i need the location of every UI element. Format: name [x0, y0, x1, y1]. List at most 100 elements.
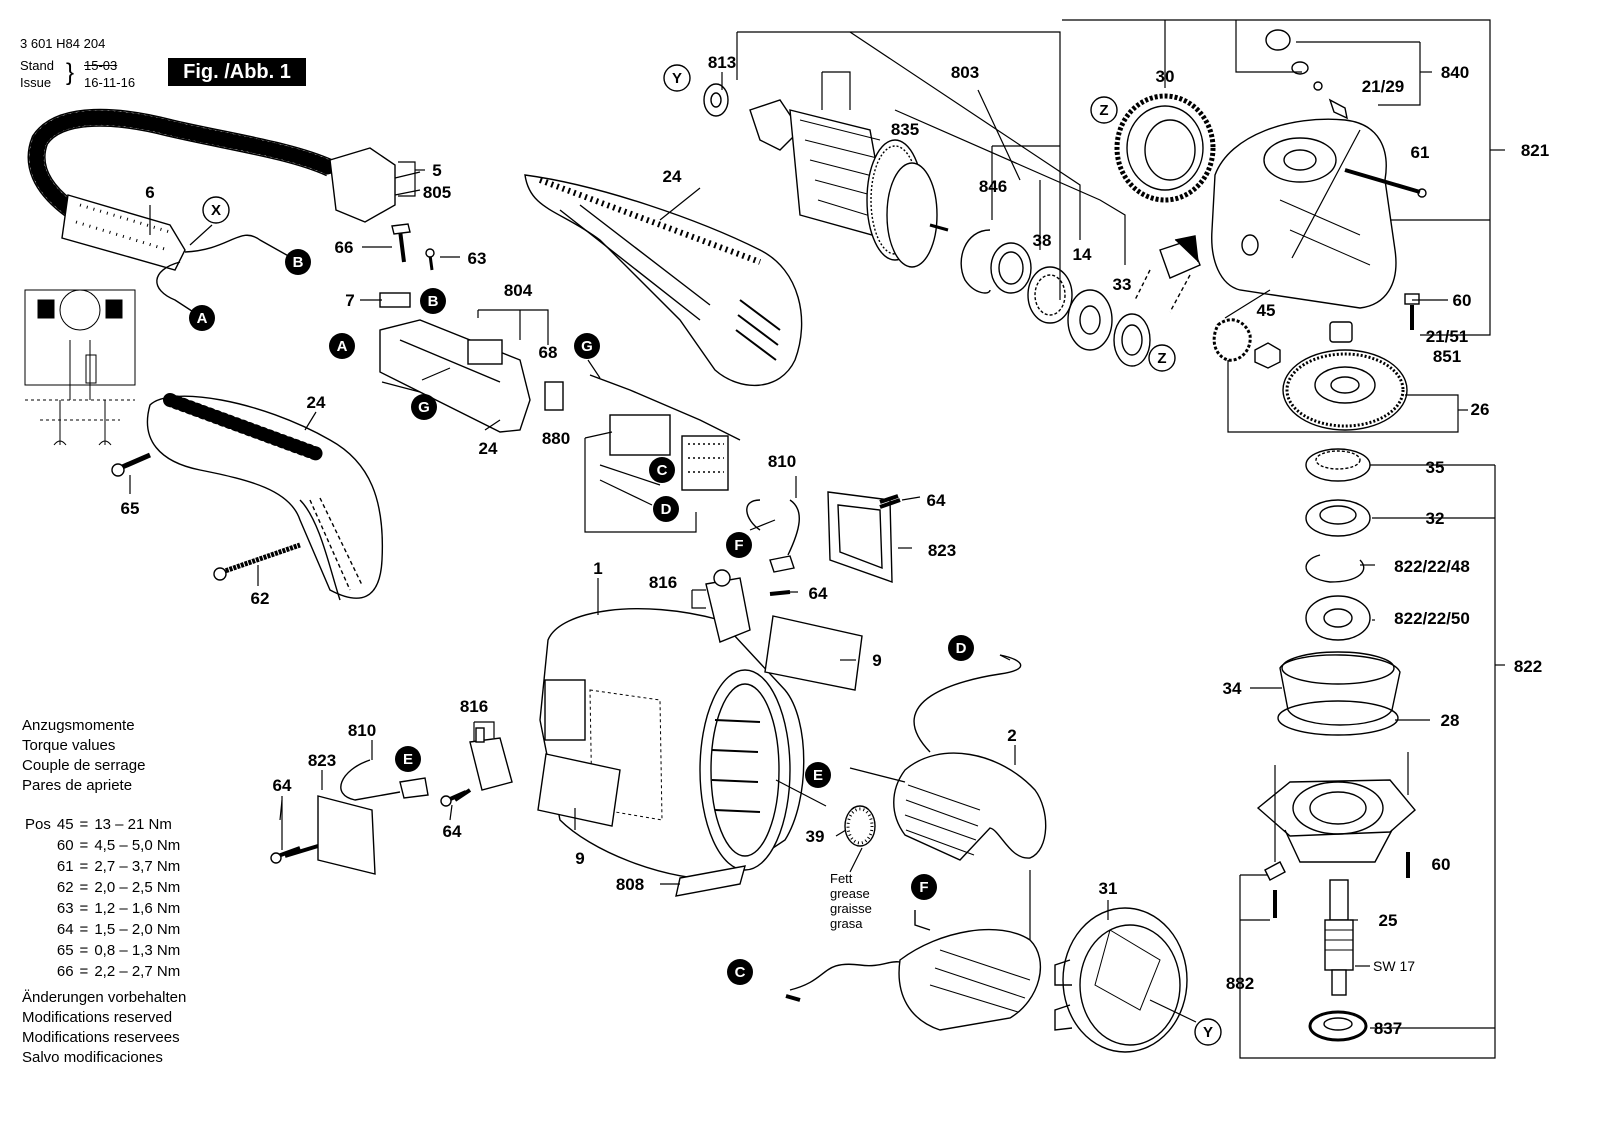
label-9-top: 9	[872, 651, 881, 670]
grease-note-line-4: grasa	[830, 916, 863, 931]
label-851: 851	[1433, 347, 1461, 366]
leader-lines	[129, 19, 1505, 1059]
torque-value: 1,5 – 2,0 Nm	[94, 921, 181, 938]
connection-markers: X Y Z Z Y B A B A G G C D F D E E F C	[189, 64, 1222, 1046]
gear-housing-part	[1211, 29, 1427, 343]
torque-row: Pos 45 = 13 – 21 Nm	[22, 814, 183, 835]
grease-note-line-2: grease	[830, 886, 870, 901]
marker-x: X	[211, 202, 221, 219]
motor-housing-part	[539, 608, 805, 881]
air-guide-cover-part	[1054, 907, 1188, 1053]
stand-label: Stand	[20, 58, 54, 73]
label-32: 32	[1426, 509, 1445, 528]
label-64-mid: 64	[809, 584, 828, 603]
label-64-bottom: 64	[443, 822, 462, 841]
torque-value: 2,2 – 2,7 Nm	[94, 963, 181, 980]
marker-g-right: G	[581, 338, 593, 355]
torque-pos: 64	[56, 921, 74, 938]
marker-a-switch: A	[337, 338, 348, 355]
marker-e-brush: E	[403, 751, 413, 768]
torque-heading-de: Anzugsmomente	[22, 717, 135, 734]
label-805: 805	[423, 183, 451, 202]
torque-row: 63 = 1,2 – 1,6 Nm	[22, 898, 183, 919]
torque-pos: 62	[56, 879, 74, 896]
label-823-bottom: 823	[308, 751, 336, 770]
torque-heading-es: Pares de apriete	[22, 777, 133, 794]
torque-value: 2,0 – 2,5 Nm	[94, 879, 181, 896]
label-34: 34	[1223, 679, 1242, 698]
torque-pos: 60	[56, 837, 74, 854]
bevel-gear-30-part	[1114, 93, 1216, 203]
marker-y-top: Y	[672, 70, 682, 87]
marker-g-left: G	[418, 399, 430, 416]
field-coil-lower-part	[785, 910, 1042, 1031]
label-66: 66	[335, 238, 354, 257]
modifications-de: Änderungen vorbehalten	[22, 989, 187, 1006]
torque-row: 65 = 0,8 – 1,3 Nm	[22, 940, 183, 961]
label-31: 31	[1099, 879, 1118, 898]
label-803: 803	[951, 63, 979, 82]
label-882: 882	[1226, 974, 1254, 993]
label-837: 837	[1374, 1019, 1402, 1038]
label-39: 39	[806, 827, 825, 846]
screws-parts	[111, 223, 901, 864]
marker-d-switch: D	[661, 501, 672, 518]
label-823-top: 823	[928, 541, 956, 560]
torque-value: 13 – 21 Nm	[94, 816, 172, 833]
torque-row: 60 = 4,5 – 5,0 Nm	[22, 835, 183, 856]
modifications-note: Änderungen vorbehalten Modifications res…	[22, 988, 186, 1068]
label-816-bottom: 816	[460, 697, 488, 716]
marker-b-switch: B	[428, 293, 439, 310]
label-21-51: 21/51	[1426, 327, 1469, 346]
old-date: 15-03	[84, 58, 118, 73]
label-45: 45	[1257, 301, 1276, 320]
power-cord-part	[27, 108, 421, 316]
label-24-mid: 24	[479, 439, 498, 458]
label-821: 821	[1521, 141, 1549, 160]
label-822: 822	[1514, 657, 1542, 676]
label-822-22-50: 822/22/50	[1394, 609, 1470, 628]
torque-heading: Anzugsmomente Torque values Couple de se…	[22, 716, 145, 796]
spindle-bearing-stack	[1256, 448, 1416, 1042]
label-60-bottom: 60	[1432, 855, 1451, 874]
brush-holder-lower-part	[284, 727, 513, 875]
label-804: 804	[504, 281, 533, 300]
modifications-en: Modifications reserved	[22, 1009, 173, 1026]
part-number-labels: 813 803 30 840 21/29 821 835 61 5 805 6 …	[121, 53, 1550, 1038]
label-840: 840	[1441, 63, 1469, 82]
marker-d-coil: D	[956, 640, 967, 657]
label-64-left: 64	[273, 776, 292, 795]
label-810-top: 810	[768, 452, 796, 471]
label-816-top: 816	[649, 573, 677, 592]
label-63: 63	[468, 249, 487, 268]
torque-heading-fr: Couple de serrage	[22, 757, 146, 774]
torque-pos: 63	[56, 900, 74, 917]
label-14: 14	[1073, 245, 1092, 264]
label-7: 7	[345, 291, 354, 310]
grease-note-line-1: Fett	[830, 871, 853, 886]
pos-label: Pos	[25, 816, 51, 833]
label-846: 846	[979, 177, 1007, 196]
label-822-22-48: 822/22/48	[1394, 557, 1470, 576]
wiring-schematic	[24, 289, 136, 446]
label-1: 1	[593, 559, 602, 578]
label-60-top: 60	[1453, 291, 1472, 310]
label-24-left: 24	[307, 393, 326, 412]
marker-y-bottom: Y	[1203, 1024, 1213, 1041]
label-808: 808	[616, 875, 644, 894]
marker-c-coil: C	[735, 964, 746, 981]
crown-gear-26-part	[1282, 349, 1408, 431]
label-65: 65	[121, 499, 140, 518]
torque-pos: 45	[56, 816, 74, 833]
label-813: 813	[708, 53, 736, 72]
torque-value: 0,8 – 1,3 Nm	[94, 942, 181, 959]
grease-note-line-3: graisse	[830, 901, 872, 916]
marker-a-cord: A	[197, 310, 208, 327]
field-coil-upper-part	[849, 654, 1047, 861]
torque-value: 4,5 – 5,0 Nm	[94, 837, 181, 854]
torque-row: 62 = 2,0 – 2,5 Nm	[22, 877, 183, 898]
label-35: 35	[1426, 458, 1445, 477]
label-62: 62	[251, 589, 270, 608]
label-plates-part	[537, 615, 863, 897]
brace-glyph: }	[66, 59, 75, 86]
